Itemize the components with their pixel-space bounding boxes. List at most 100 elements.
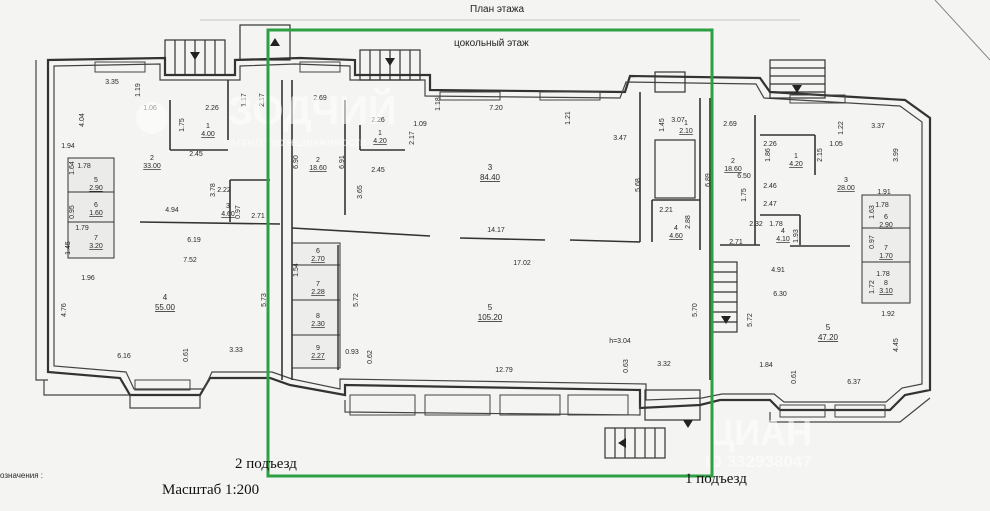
room-number: 2 [150, 155, 154, 162]
dimension-label: 6.50 [737, 173, 751, 180]
room-number: 5 [826, 323, 831, 332]
dimension-label: 17.02 [513, 260, 531, 267]
plan-title: План этажа [470, 4, 524, 15]
room-number: 3 [488, 163, 493, 172]
dimension-label: 1.79 [75, 225, 89, 232]
dimension-label: 3.47 [613, 135, 627, 142]
room-area: 2.28 [311, 289, 325, 296]
room-number: 6 [94, 202, 98, 209]
zodchiy-watermark: ЗОДЧИЙ АГЕНТСТВО НЕДВИЖИМОСТИ [136, 87, 397, 148]
room-area: 47.20 [818, 333, 839, 342]
dimension-label: 4.04 [79, 113, 86, 127]
dimension-label: 1.94 [61, 143, 75, 150]
dimension-label: 1.54 [293, 263, 300, 277]
dimension-label: 2.71 [251, 213, 265, 220]
dimension-labels: 3.351.192.261.064.041.941.781.640.951.45… [61, 79, 900, 386]
dimension-label: 3.33 [229, 347, 243, 354]
dimension-label: 5.70 [692, 303, 699, 317]
dimension-label: 1.17 [241, 93, 248, 107]
dimension-label: 2.17 [409, 131, 416, 145]
room-area: 18.60 [309, 165, 327, 172]
dimension-label: 3.99 [893, 148, 900, 162]
room-area: 3.20 [89, 243, 103, 250]
dimension-label: 2.47 [763, 201, 777, 208]
dimension-label: 2.26 [371, 117, 385, 124]
dimension-label: 1.45 [65, 241, 72, 255]
dimension-label: 1.78 [876, 271, 890, 278]
dimension-label: 4.94 [165, 207, 179, 214]
dimension-label: 2.15 [817, 148, 824, 162]
cian-watermark: ЦИАН ID 332938047 [705, 412, 812, 471]
room-labels: 384.405105.20218.6014.20233.0014.0034.60… [89, 120, 893, 360]
room-area: 4.10 [776, 236, 790, 243]
dimension-label: 5.73 [261, 293, 268, 307]
room-number: 7 [316, 281, 320, 288]
dimension-label: 0.93 [345, 349, 359, 356]
dimension-label: 1.09 [413, 121, 427, 128]
dimension-label: 3.78 [210, 183, 217, 197]
dimension-label: 4.45 [893, 338, 900, 352]
dimension-label: 1.78 [769, 221, 783, 228]
dimension-label: 0.62 [367, 350, 374, 364]
room-area: 4.20 [789, 161, 803, 168]
room-area: 33.00 [143, 163, 161, 170]
dimension-label: 0.61 [791, 370, 798, 384]
entrance-2-label: 2 подъезд [235, 456, 297, 472]
entrance-1-label: 1 подъезд [685, 471, 747, 487]
dimension-label: 1.45 [659, 118, 666, 132]
room-area: 2.27 [311, 353, 325, 360]
dimension-label: 1.75 [179, 118, 186, 132]
room-area: 105.20 [478, 313, 503, 322]
dimension-label: 6.16 [117, 353, 131, 360]
room-number: 9 [316, 345, 320, 352]
sheet-edge [934, 0, 990, 61]
dimension-label: 0.97 [869, 235, 876, 249]
room-number: 6 [316, 248, 320, 255]
dimension-label: 7.20 [489, 105, 503, 112]
room-area: 3.10 [879, 288, 893, 295]
room-number: 3 [844, 177, 848, 184]
dimension-label: 1.22 [838, 121, 845, 135]
dimension-label: 2.45 [371, 167, 385, 174]
dimension-label: 3.35 [105, 79, 119, 86]
dimension-label: 5.72 [353, 293, 360, 307]
dimension-label: 2.21 [659, 207, 673, 214]
room-number: 1 [206, 123, 210, 130]
dimension-label: 3.07 [671, 117, 685, 124]
dimension-label: 1.18 [435, 97, 442, 111]
wc-blocks [67, 139, 911, 369]
dimension-label: 0.97 [235, 205, 242, 219]
room-number: 8 [884, 280, 888, 287]
room-number: 2 [731, 158, 735, 165]
room-area: 2.10 [679, 128, 693, 135]
legend-label: означения : [0, 471, 43, 480]
dimension-label: 6.37 [847, 379, 861, 386]
scale-label: Масштаб 1:200 [162, 482, 259, 498]
room-number: 7 [884, 245, 888, 252]
dimension-label: 2.22 [217, 187, 231, 194]
dimension-label: 1.93 [793, 229, 800, 243]
room-number: 8 [316, 313, 320, 320]
dimension-label: 2.32 [749, 221, 763, 228]
dimension-label: 1.72 [869, 280, 876, 294]
room-number: 6 [884, 214, 888, 221]
room-area: 2.70 [311, 256, 325, 263]
dimension-label: 6.89 [705, 173, 712, 187]
room-area: 2.90 [89, 185, 103, 192]
room-area: 4.00 [201, 131, 215, 138]
room-area: 1.60 [89, 210, 103, 217]
room-number: 4 [674, 225, 678, 232]
dimension-label: 1.78 [77, 163, 91, 170]
dimension-label: 1.75 [741, 188, 748, 202]
plan-subtitle: цокольный этаж [454, 38, 529, 49]
room-area: 28.00 [837, 185, 855, 192]
room-number: 5 [488, 303, 493, 312]
cian-watermark-text: ЦИАН [708, 412, 812, 453]
dimension-label: 1.92 [881, 311, 895, 318]
room-area: 4.20 [373, 138, 387, 145]
dimension-label: 6.91 [339, 155, 346, 169]
dimension-label: 5.72 [747, 313, 754, 327]
room-area: 4.60 [669, 233, 683, 240]
dimension-label: 2.26 [763, 141, 777, 148]
